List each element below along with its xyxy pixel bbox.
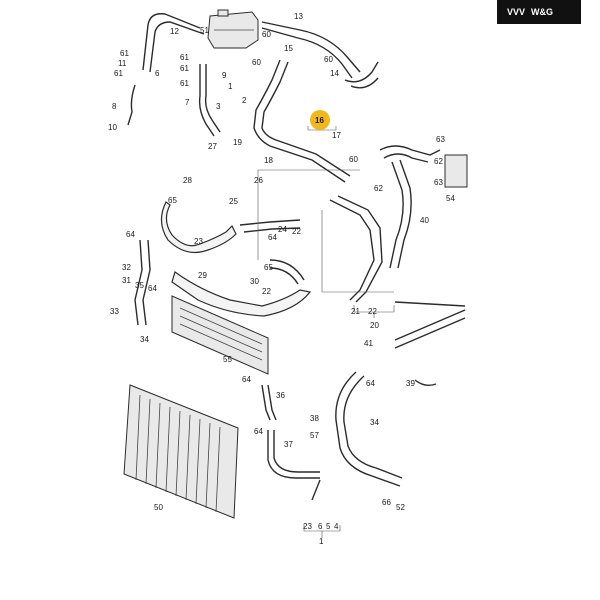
upper-hoses: [127, 13, 379, 183]
part-label: 38: [310, 414, 319, 423]
logo-mark: VVV: [507, 7, 525, 17]
part-label: 60: [252, 58, 261, 67]
part-label: 31: [122, 276, 131, 285]
part-label: 62: [374, 184, 383, 193]
part-label: 8: [112, 102, 117, 111]
part-label: 25: [229, 197, 238, 206]
part-label: 13: [294, 12, 303, 21]
part-label: 30: [250, 277, 259, 286]
part-label: 4: [334, 522, 339, 531]
middle-hoses: [134, 201, 312, 326]
part-label: 27: [208, 142, 217, 151]
part-label: 41: [364, 339, 373, 348]
part-label: 19: [233, 138, 242, 147]
part-label: 6: [318, 522, 323, 531]
part-label: 33: [110, 307, 119, 316]
part-label: 21: [351, 307, 360, 316]
part-label: 35: [135, 281, 144, 290]
part-label: 63: [434, 178, 443, 187]
intercooler: [171, 295, 269, 375]
part-label: 65: [264, 263, 273, 272]
part-label: 5: [326, 522, 331, 531]
part-label: 17: [332, 131, 341, 140]
highlight-marker: [310, 110, 330, 130]
part-label: 11: [118, 59, 127, 68]
part-label: 22: [262, 287, 271, 296]
part-label: 15: [284, 44, 293, 53]
part-label: 61: [114, 69, 123, 78]
part-labels: 13 51 12 60 60 60 60 15 61 11 61 61 61 6…: [108, 12, 455, 546]
part-label: 64: [126, 230, 135, 239]
part-label: 65: [168, 196, 177, 205]
callout-lines: [257, 126, 395, 538]
part-label: 62: [434, 157, 443, 166]
part-label: 57: [310, 431, 319, 440]
part-label: 22: [292, 227, 301, 236]
part-label: 51: [200, 26, 209, 35]
part-label: 36: [276, 391, 285, 400]
part-label-highlighted: 16: [315, 116, 324, 125]
part-label: 20: [370, 321, 379, 330]
part-label: 7: [185, 98, 190, 107]
part-label: 66: [382, 498, 391, 507]
part-label: 61: [180, 79, 189, 88]
part-label: 64: [242, 375, 251, 384]
part-label: 60: [324, 55, 333, 64]
part-label: 23: [303, 522, 312, 531]
part-label: 64: [268, 233, 277, 242]
part-label: 50: [154, 503, 163, 512]
part-label: 6: [155, 69, 160, 78]
part-label: 23: [194, 237, 203, 246]
part-label: 34: [370, 418, 379, 427]
part-label: 3: [216, 102, 221, 111]
part-label: 61: [180, 53, 189, 62]
part-label: 61: [120, 49, 129, 58]
part-label: 52: [396, 503, 405, 512]
part-label: 64: [254, 427, 263, 436]
part-label: 18: [264, 156, 273, 165]
part-label: 29: [198, 271, 207, 280]
part-label: 10: [108, 123, 117, 132]
part-label: 14: [330, 69, 339, 78]
part-label: 61: [180, 64, 189, 73]
part-label: 64: [148, 284, 157, 293]
part-label: 60: [262, 30, 271, 39]
right-hose-assembly: [329, 145, 468, 303]
brand-logo: VVV W&G: [497, 0, 581, 24]
part-label: 64: [366, 379, 375, 388]
part-label: 28: [183, 176, 192, 185]
expansion-tank: [207, 9, 259, 49]
lower-hoses: [261, 301, 466, 501]
part-label: 55: [223, 355, 232, 364]
part-label: 24: [278, 225, 287, 234]
part-label: 40: [420, 216, 429, 225]
part-label: 1: [228, 82, 233, 91]
part-label: 9: [222, 71, 227, 80]
part-label: 63: [436, 135, 445, 144]
part-label: 54: [446, 194, 455, 203]
part-label: 39: [406, 379, 415, 388]
part-label: 2: [242, 96, 247, 105]
part-label: 12: [170, 27, 179, 36]
part-label: 34: [140, 335, 149, 344]
part-label: 60: [349, 155, 358, 164]
part-label: 26: [254, 176, 263, 185]
part-label: 37: [284, 440, 293, 449]
logo-text: W&G: [531, 7, 553, 17]
radiator: [123, 384, 239, 519]
part-label: 22: [368, 307, 377, 316]
part-label: 32: [122, 263, 131, 272]
part-label: 1: [319, 537, 324, 546]
